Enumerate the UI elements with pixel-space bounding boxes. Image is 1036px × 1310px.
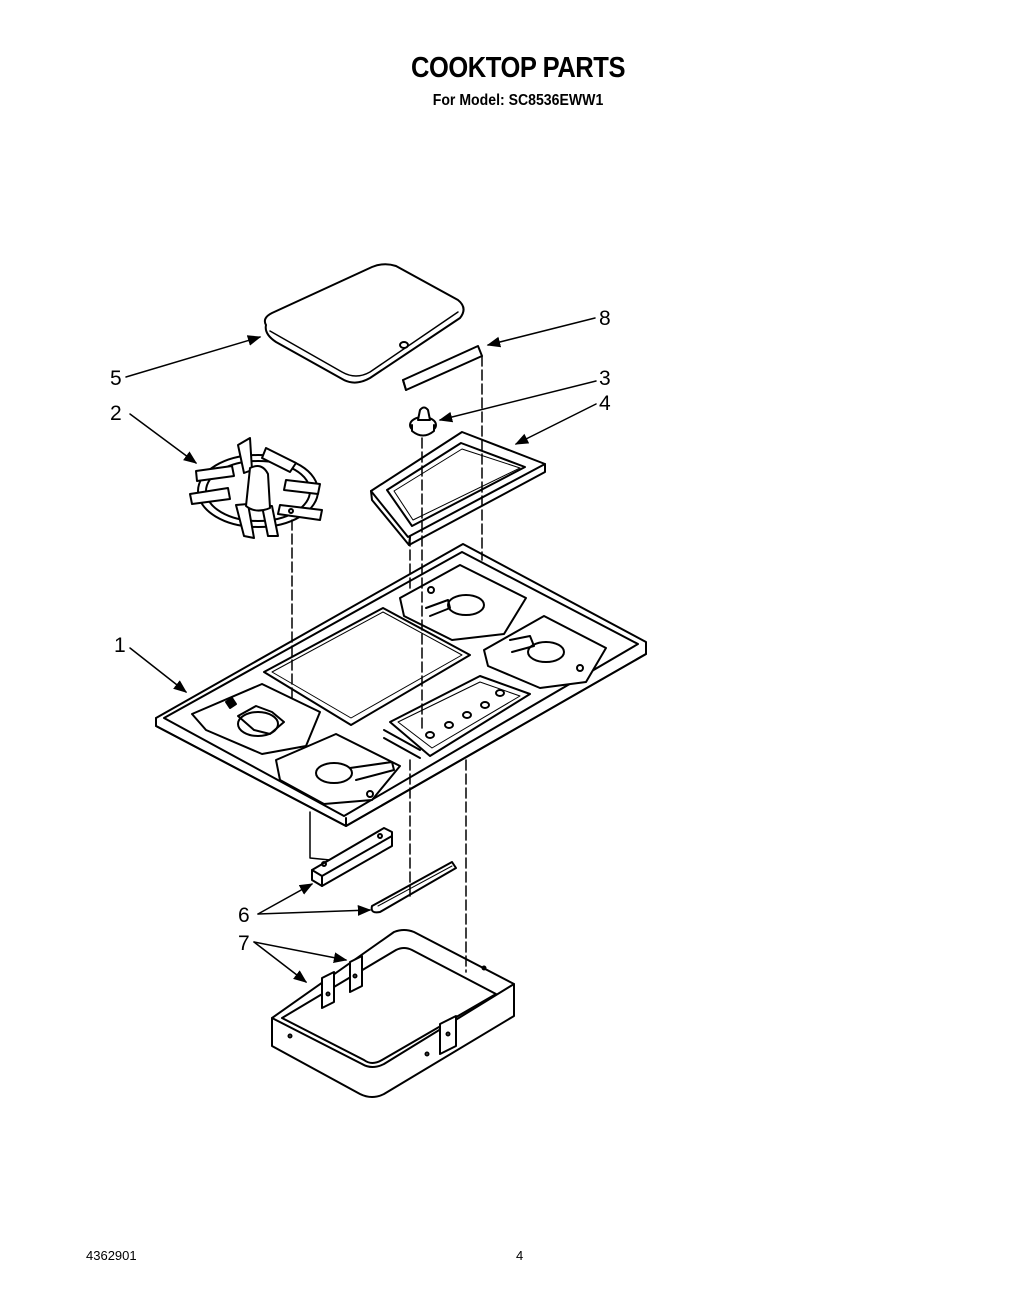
callout-6: 6 — [238, 904, 250, 927]
control-knob-part — [409, 406, 437, 437]
burner-grate-part — [189, 437, 323, 539]
model-subtitle: For Model: SC8536EWW1 — [432, 92, 604, 109]
page-title: COOKTOP PARTS — [410, 52, 626, 84]
trim-strip-part — [402, 345, 483, 391]
mounting-bracket-part — [311, 827, 457, 914]
callout-1: 1 — [114, 634, 126, 657]
callout-5: 5 — [110, 367, 122, 390]
callout-7: 7 — [238, 932, 250, 955]
callout-3: 3 — [599, 367, 611, 390]
page-number: 4 — [516, 1248, 524, 1263]
burner-box-part — [271, 929, 515, 1098]
alignment-lines — [291, 355, 483, 973]
callout-leaders — [125, 317, 597, 983]
callout-2: 2 — [110, 402, 122, 425]
document-number: 4362901 — [86, 1248, 137, 1263]
callout-8: 8 — [599, 307, 611, 330]
cooktop-part — [155, 543, 647, 861]
control-panel-frame-part — [370, 431, 546, 546]
callout-4: 4 — [599, 392, 611, 415]
griddle-cover-part — [263, 263, 465, 384]
